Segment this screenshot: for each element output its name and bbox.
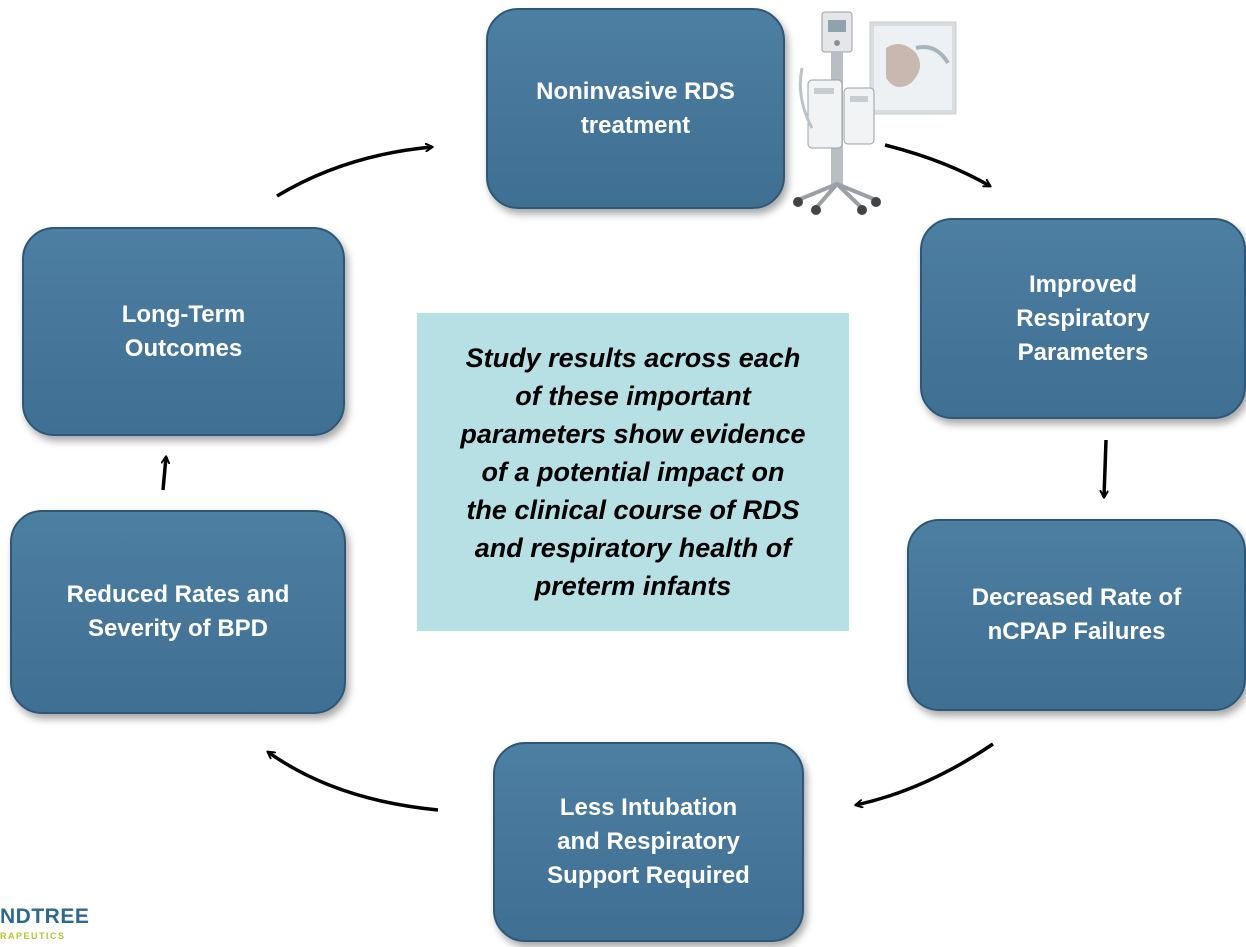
arrow-noninvasive-to-improved — [884, 143, 990, 188]
logo-name: NDTREE — [0, 905, 90, 928]
node-less-intubation: Less Intubation and Respiratory Support … — [493, 742, 804, 942]
center-summary-box: Study results across each of these impor… — [417, 313, 849, 631]
arrow-reduced-bpd-to-long-term — [163, 457, 166, 491]
node-label: Noninvasive RDS treatment — [536, 77, 735, 139]
node-reduced-bpd: Reduced Rates and Severity of BPD — [10, 510, 346, 714]
arrow-long-term-to-noninvasive — [276, 147, 432, 198]
ventilator-device-image — [793, 11, 957, 215]
node-decreased-nccpap-failures: Decreased Rate of nCPAP Failures — [907, 519, 1246, 711]
logo-subtitle: RAPEUTICS — [0, 931, 66, 941]
node-improved-respiratory-parameters: Improved Respiratory Parameters — [920, 218, 1246, 419]
arrow-less-intubation-to-reduced-bpd — [268, 750, 439, 812]
arrow-improved-to-decreased — [1104, 439, 1106, 497]
node-label: Long-Term Outcomes — [121, 300, 246, 362]
node-label: Reduced Rates and Severity of BPD — [66, 581, 290, 642]
company-logo: NDTREE RAPEUTICS — [0, 905, 140, 947]
node-label: Decreased Rate of nCPAP Failures — [971, 584, 1182, 645]
center-summary-text: Study results across each of these impor… — [460, 343, 806, 601]
arrow-decreased-to-less-intubation — [856, 742, 994, 805]
node-label: Improved Respiratory Parameters — [1016, 270, 1150, 366]
node-noninvasive-rds-treatment: Noninvasive RDS treatment — [486, 8, 785, 209]
node-label: Less Intubation and Respiratory Support … — [547, 794, 750, 889]
node-long-term-outcomes: Long-Term Outcomes — [22, 227, 345, 436]
